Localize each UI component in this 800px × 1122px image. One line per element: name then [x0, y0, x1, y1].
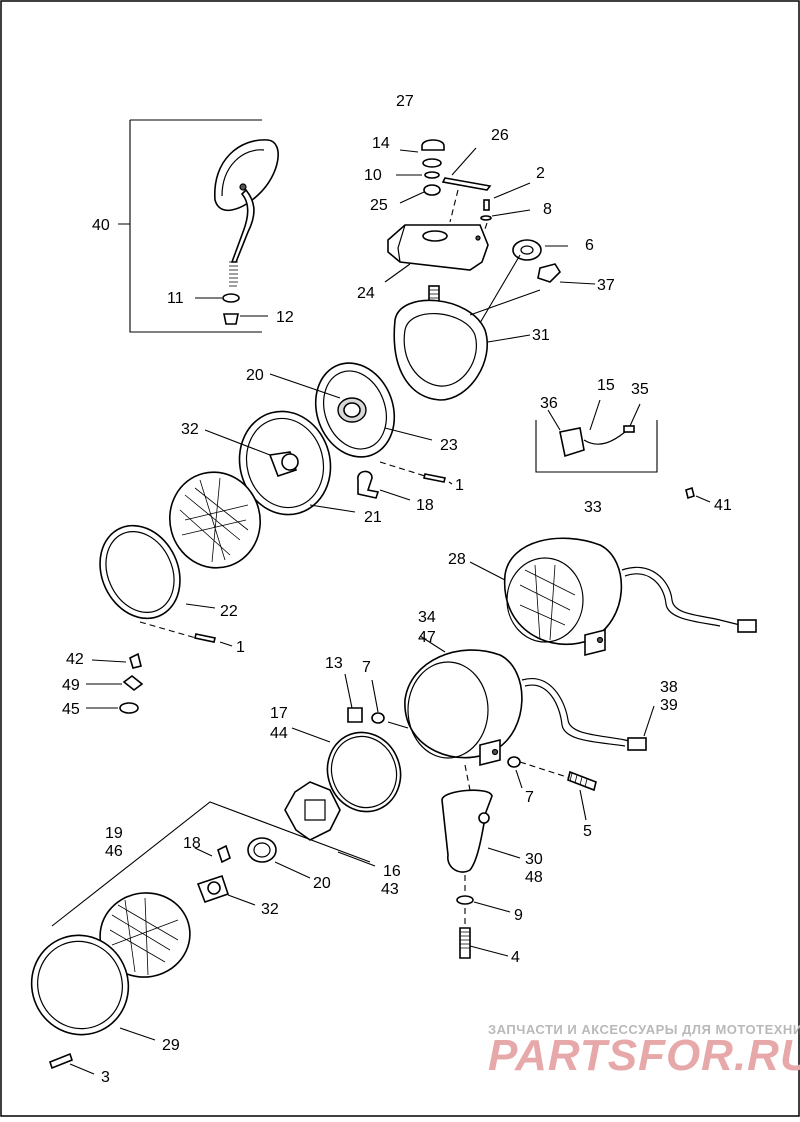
callout-40: 40 [92, 217, 110, 234]
watermark-logo: PARTSFOR.RU [488, 1031, 800, 1080]
grommet-and-socket [512, 239, 596, 285]
headlamp-retaining-ring-and-bulb [204, 410, 356, 516]
lamp-mount-bracket [441, 756, 597, 959]
callout-18-top: 18 [416, 497, 434, 514]
callout-1-top: 1 [455, 477, 464, 494]
callout-18-bottom: 18 [183, 835, 201, 852]
callout-13: 13 [325, 655, 343, 672]
callout-49: 49 [62, 677, 80, 694]
callout-34: 34 [418, 609, 436, 626]
callout-37: 37 [597, 277, 615, 294]
callout-8: 8 [543, 201, 552, 218]
callout-31: 31 [532, 327, 550, 344]
headlamp-mount-cap [384, 139, 531, 283]
callout-19: 19 [105, 825, 123, 842]
callout-4: 4 [511, 949, 520, 966]
callout-48: 48 [525, 869, 543, 886]
callout-17: 17 [270, 705, 288, 722]
callout-5: 5 [583, 823, 592, 840]
callout-41: 41 [714, 497, 732, 514]
callout-11: 11 [167, 290, 184, 307]
small-hardware [86, 652, 144, 714]
callout-30: 30 [525, 851, 543, 868]
auxiliary-lamp-right [469, 537, 757, 657]
callout-47: 47 [418, 629, 436, 646]
callout-7-top: 7 [362, 659, 371, 676]
callout-26: 26 [491, 127, 509, 144]
callout-16: 16 [383, 863, 401, 880]
callout-3: 3 [101, 1069, 110, 1086]
auxiliary-lamp-internals [30, 727, 402, 1075]
callout-15: 15 [597, 377, 615, 394]
watermark: ЗАПЧАСТИ И АКСЕССУАРЫ ДЛЯ МОТОТЕХНИКИ PA… [488, 1022, 800, 1080]
callout-29: 29 [162, 1037, 180, 1054]
callout-7-bottom: 7 [525, 789, 534, 806]
mirror-assembly [118, 119, 279, 333]
callout-35: 35 [631, 381, 649, 398]
callout-21: 21 [364, 509, 382, 526]
callout-44: 44 [270, 725, 288, 742]
callout-33: 33 [584, 499, 602, 516]
auxiliary-lamp-left [344, 635, 655, 791]
callout-32-bottom: 32 [261, 901, 279, 918]
callout-32-top: 32 [181, 421, 199, 438]
callout-25: 25 [370, 197, 388, 214]
callout-1-mid: 1 [236, 639, 245, 656]
callout-39: 39 [660, 697, 678, 714]
callout-27: 27 [396, 93, 414, 110]
callout-20-top: 20 [246, 367, 264, 384]
headlamp-mounting-ring [269, 362, 453, 501]
callout-38: 38 [660, 679, 678, 696]
callout-24: 24 [357, 285, 375, 302]
callout-6: 6 [585, 237, 594, 254]
callout-46: 46 [105, 843, 123, 860]
callout-labels: 27 14 26 10 2 25 8 40 6 24 37 11 12 31 2… [62, 93, 732, 1086]
wiring-harness-group [535, 399, 711, 503]
callout-20-bottom: 20 [313, 875, 331, 892]
callout-22: 22 [220, 603, 238, 620]
callout-36: 36 [540, 395, 558, 412]
headlamp-lens [99, 471, 262, 647]
callout-10: 10 [364, 167, 382, 184]
callout-43: 43 [381, 881, 399, 898]
headlamp-shell [393, 254, 541, 401]
callout-45: 45 [62, 701, 80, 718]
callout-28: 28 [448, 551, 466, 568]
callout-9: 9 [514, 907, 523, 924]
callout-14: 14 [372, 135, 390, 152]
callout-2: 2 [536, 165, 545, 182]
watermark-tagline: ЗАПЧАСТИ И АКСЕССУАРЫ ДЛЯ МОТОТЕХНИКИ [488, 1022, 800, 1037]
callout-42: 42 [66, 651, 84, 668]
callout-23: 23 [440, 437, 458, 454]
callout-12: 12 [276, 309, 294, 326]
